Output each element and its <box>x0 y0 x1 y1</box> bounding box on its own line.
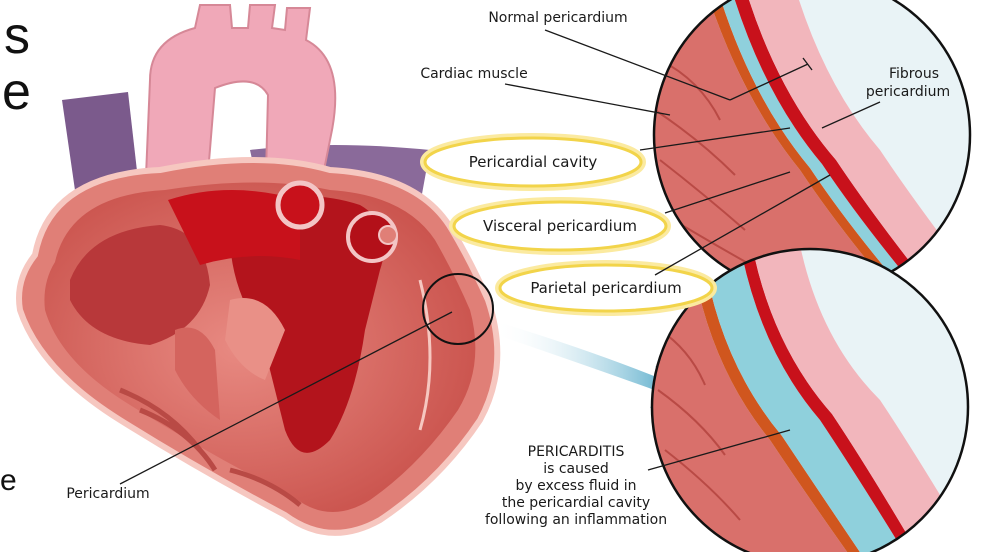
pericarditis-caption: PERICARDITIS is caused by excess fluid i… <box>485 444 667 528</box>
leader-fibrous <box>821 101 881 129</box>
trabeculae <box>119 387 302 507</box>
edge-letter-top: s <box>4 7 30 65</box>
papillary-muscle-1 <box>225 298 285 380</box>
leader-parietal <box>654 174 831 276</box>
pill-pericardial-cavity: Pericardial cavity <box>420 133 646 191</box>
valve-circle-1 <box>275 180 325 230</box>
pill-parietal-pericardium: Parietal pericardium <box>495 260 717 316</box>
leader-lines <box>119 29 881 485</box>
edge-letter-middle: e <box>2 63 31 121</box>
label-pericardium: Pericardium <box>66 486 149 502</box>
caption-line2: is caused <box>543 461 609 477</box>
label-fibrous-line2: pericardium <box>866 84 950 100</box>
edge-letter-bottom: e <box>0 464 17 497</box>
pericarditis-zoom-circle <box>650 247 970 552</box>
label-parietal-pericardium: Parietal pericardium <box>530 279 681 297</box>
left-chamber <box>70 225 210 345</box>
leader-pericardium <box>119 311 453 485</box>
label-cardiac-muscle: Cardiac muscle <box>420 66 527 82</box>
leader-normal-bracket <box>729 63 809 101</box>
caption-line5: following an inflammation <box>485 512 667 528</box>
papillary-muscle-2 <box>175 327 220 420</box>
zoom-arrow <box>494 322 700 408</box>
normal-zoom-circle <box>652 0 972 295</box>
valve-circle-3 <box>378 225 398 245</box>
label-fibrous-line1: Fibrous <box>889 66 939 82</box>
label-normal-pericardium: Normal pericardium <box>488 10 627 26</box>
heart-illustration <box>16 4 501 536</box>
caption-line4: the pericardial cavity <box>502 495 650 511</box>
pill-visceral-pericardium: Visceral pericardium <box>449 197 671 255</box>
leader-cardiac-muscle <box>504 83 671 116</box>
aortic-outflow <box>168 190 300 265</box>
leader-pericardial-cavity <box>639 127 791 151</box>
caption-line1: PERICARDITIS <box>528 444 625 460</box>
caption-line3: by excess fluid in <box>515 478 636 494</box>
right-chamber <box>229 196 385 453</box>
label-pericardial-cavity: Pericardial cavity <box>469 153 598 171</box>
leader-normal-pericardium <box>544 29 731 101</box>
zoom-indicator-circle <box>422 273 494 345</box>
leader-visceral <box>664 171 791 214</box>
label-visceral-pericardium: Visceral pericardium <box>483 217 637 235</box>
leader-normal-tick <box>802 57 813 71</box>
leader-pericarditis <box>647 429 791 471</box>
